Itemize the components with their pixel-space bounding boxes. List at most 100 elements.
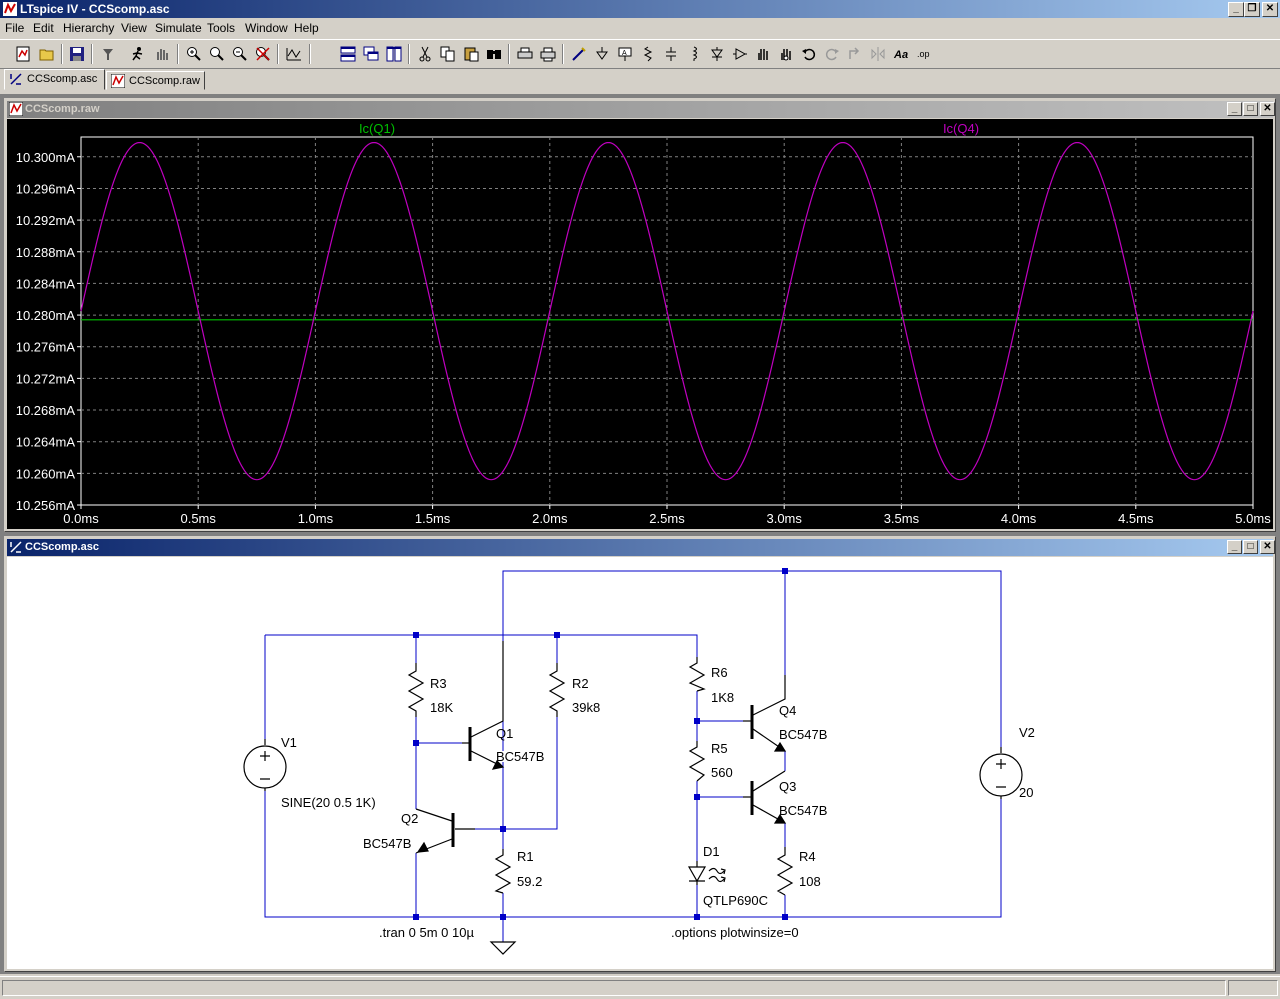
move-icon[interactable] xyxy=(753,44,773,64)
resistor-icon[interactable] xyxy=(638,44,658,64)
drag-icon[interactable] xyxy=(776,44,796,64)
tile-vertical-icon[interactable] xyxy=(384,44,404,64)
capacitor-icon[interactable] xyxy=(661,44,681,64)
inductor-icon[interactable] xyxy=(684,44,704,64)
app-title-bar: LTspice IV - CCScomp.asc _ ❐ ✕ xyxy=(0,0,1280,18)
run-icon[interactable] xyxy=(128,44,148,64)
menu-edit[interactable]: Edit xyxy=(33,21,54,35)
control-panel-icon[interactable] xyxy=(98,44,118,64)
print-icon[interactable] xyxy=(538,44,558,64)
cut-icon[interactable] xyxy=(415,44,435,64)
schematic-window-title: CCScomp.asc xyxy=(25,541,99,553)
diode-icon[interactable] xyxy=(707,44,727,64)
tab-ccscomp-asc[interactable]: CCScomp.asc xyxy=(4,69,105,90)
menu-view[interactable]: View xyxy=(121,21,147,35)
q3-label: Q3 xyxy=(779,779,796,794)
q3-value: BC547B xyxy=(779,803,827,818)
v1-source-symbol[interactable] xyxy=(243,739,287,791)
schematic-canvas[interactable]: V1 SINE(20 0.5 1K) V2 20 R3 18K R2 39k8 … xyxy=(7,557,1273,969)
q4-value: BC547B xyxy=(779,727,827,742)
waveform-icon xyxy=(9,102,23,116)
autorange-icon[interactable] xyxy=(284,44,304,64)
wire-icon[interactable] xyxy=(569,44,589,64)
r3-label: R3 xyxy=(430,676,447,691)
schematic-close-button[interactable]: ✕ xyxy=(1260,540,1275,554)
v2-label: V2 xyxy=(1019,725,1035,740)
minimize-button[interactable]: _ xyxy=(1228,2,1244,17)
spice-directive-icon[interactable]: .op xyxy=(914,44,934,64)
open-icon[interactable] xyxy=(37,44,57,64)
print-preview-icon[interactable] xyxy=(515,44,535,64)
tab-label: CCScomp.asc xyxy=(27,73,98,85)
new-schematic-icon[interactable] xyxy=(13,44,33,64)
pan-icon[interactable] xyxy=(152,44,172,64)
zoom-area-icon[interactable] xyxy=(207,44,227,64)
q4-transistor-symbol[interactable] xyxy=(743,675,787,752)
r4-label: R4 xyxy=(799,849,816,864)
r4-value: 108 xyxy=(799,874,821,889)
component-labels: V1 SINE(20 0.5 1K) V2 20 R3 18K R2 39k8 … xyxy=(281,665,1035,940)
redo-icon[interactable] xyxy=(822,44,842,64)
rotate-icon[interactable] xyxy=(845,44,865,64)
text-icon[interactable]: Aa xyxy=(891,44,911,64)
r2-resistor-symbol[interactable] xyxy=(548,663,566,717)
svg-text:Aa: Aa xyxy=(893,49,908,61)
x-tick-label: 4.5ms xyxy=(1118,511,1154,526)
paste-icon[interactable] xyxy=(461,44,481,64)
ground-icon[interactable] xyxy=(592,44,612,64)
menu-file[interactable]: File xyxy=(5,21,25,35)
menu-simulate[interactable]: Simulate xyxy=(155,21,202,35)
r1-resistor-symbol[interactable] xyxy=(494,849,512,894)
close-button[interactable]: ✕ xyxy=(1262,2,1278,17)
toolbar-separator xyxy=(508,44,510,64)
label-icon[interactable]: A xyxy=(615,44,635,64)
r6-resistor-symbol[interactable] xyxy=(688,657,706,692)
toolbar-separator xyxy=(408,44,410,64)
copy-icon[interactable] xyxy=(438,44,458,64)
d1-led-symbol[interactable] xyxy=(687,861,726,885)
v2-source-symbol[interactable] xyxy=(979,747,1023,799)
toolbar-separator xyxy=(177,44,179,64)
r4-resistor-symbol[interactable] xyxy=(776,847,794,896)
wire xyxy=(696,781,743,798)
zoom-cancel-icon[interactable] xyxy=(253,44,273,64)
mirror-icon[interactable] xyxy=(868,44,888,64)
menu-tools[interactable]: Tools xyxy=(207,21,236,35)
tile-horizontal-icon[interactable] xyxy=(338,44,358,64)
r6-value: 1K8 xyxy=(711,690,734,705)
find-icon[interactable] xyxy=(484,44,504,64)
waveform-close-button[interactable]: ✕ xyxy=(1260,102,1275,116)
zoom-in-icon[interactable] xyxy=(184,44,204,64)
schematic-maximize-button[interactable]: □ xyxy=(1243,540,1258,554)
junction-dot xyxy=(554,632,560,638)
menu-hierarchy[interactable]: Hierarchy xyxy=(63,21,115,35)
menu-help[interactable]: Help xyxy=(294,21,319,35)
component-icon[interactable] xyxy=(730,44,750,64)
restore-button[interactable]: ❐ xyxy=(1244,2,1260,17)
waveform-minimize-button[interactable]: _ xyxy=(1227,102,1242,116)
junction-dot xyxy=(413,914,419,920)
schematic-minimize-button[interactable]: _ xyxy=(1227,540,1242,554)
tran-directive[interactable]: .tran 0 5m 0 10µ xyxy=(379,925,474,940)
x-tick-label: 3.5ms xyxy=(884,511,920,526)
waveform-maximize-button[interactable]: □ xyxy=(1243,102,1258,116)
x-tick-label: 4.0ms xyxy=(1001,511,1037,526)
y-tick-label: 10.264mA xyxy=(16,435,76,450)
wire xyxy=(475,717,558,830)
y-tick-label: 10.260mA xyxy=(16,466,76,481)
menu-window[interactable]: Window xyxy=(245,21,288,35)
r5-resistor-symbol[interactable] xyxy=(688,741,706,782)
q2-transistor-symbol[interactable] xyxy=(415,808,475,854)
q1-transistor-symbol[interactable] xyxy=(462,641,505,770)
r3-resistor-symbol[interactable] xyxy=(407,663,425,717)
tab-ccscomp-raw[interactable]: CCScomp.raw xyxy=(106,71,205,90)
options-directive[interactable]: .options plotwinsize=0 xyxy=(671,925,799,940)
save-icon[interactable] xyxy=(67,44,87,64)
zoom-out-icon[interactable] xyxy=(230,44,250,64)
cascade-icon[interactable] xyxy=(361,44,381,64)
undo-icon[interactable] xyxy=(799,44,819,64)
y-tick-label: 10.272mA xyxy=(16,371,76,386)
q3-transistor-symbol[interactable] xyxy=(743,770,787,824)
